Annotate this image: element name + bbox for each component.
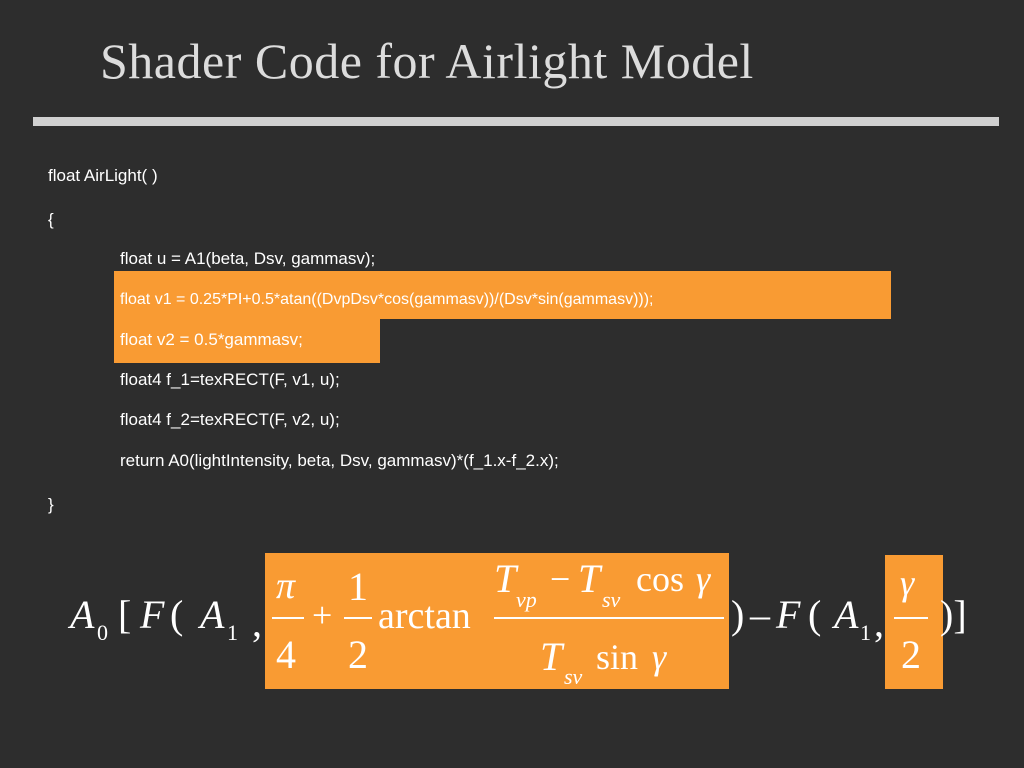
formula-comma-second: , (874, 600, 884, 645)
formula-highlight-gamma-half (885, 555, 943, 689)
code-line: } (48, 495, 54, 514)
formula-highlight-argument (265, 553, 729, 689)
formula-plus: + (312, 595, 333, 635)
formula-F: F (140, 592, 165, 637)
highlight-v1-line (114, 271, 891, 319)
formula-minus: – (750, 592, 770, 637)
formula-cos: cos (636, 559, 684, 599)
formula-sub-vp: vp (516, 587, 537, 612)
formula-numerator-minus: − (550, 559, 571, 599)
formula-lbracket: [ (118, 592, 132, 637)
fraction-bar-arctan (494, 617, 724, 619)
formula-T-sv-den: T (540, 634, 563, 679)
code-line: return A0(lightIntensity, beta, Dsv, gam… (120, 451, 559, 470)
formula-gamma-num: γ (696, 559, 711, 599)
fraction-bar-pi-4 (272, 617, 304, 619)
formula-sub-sv-num: sv (602, 587, 621, 612)
formula-gamma-half-den: 2 (901, 632, 921, 677)
formula-A1: A (200, 592, 225, 637)
formula-sub-1: 1 (227, 620, 238, 645)
slide-title: Shader Code for Airlight Model (100, 33, 754, 89)
code-line: { (48, 210, 54, 229)
formula-arctan: arctan (378, 595, 471, 637)
highlight-v2-line (114, 319, 380, 363)
code-line: float u = A1(beta, Dsv, gammasv); (120, 249, 376, 268)
formula-four: 4 (276, 632, 296, 677)
formula-lparen: ( (170, 592, 184, 637)
formula-sin: sin (596, 637, 639, 677)
formula-one: 1 (348, 564, 368, 609)
formula-sub-sv-den: sv (564, 664, 583, 689)
airlight-formula: A 0 [ F ( A 1 , π 4 + 1 2 arctan T vp − … (0, 545, 1024, 695)
code-line: float4 f_1=texRECT(F, v1, u); (120, 370, 340, 389)
formula-rbracket: )] (940, 592, 967, 637)
formula-sub-1-second: 1 (860, 620, 871, 645)
formula-T-sv-num: T (578, 556, 601, 601)
formula-A0: A (70, 592, 95, 637)
formula-gamma-den: γ (652, 637, 667, 677)
formula-sub-0: 0 (97, 620, 108, 645)
formula-comma: , (252, 600, 262, 645)
formula-F2: F (776, 592, 801, 637)
formula-rparen: ) (731, 592, 745, 637)
formula-A1-second: A (834, 592, 859, 637)
code-line: float v1 = 0.25*PI+0.5*atan((DvpDsv*cos(… (120, 291, 654, 308)
formula-pi: π (276, 565, 296, 607)
code-line: float v2 = 0.5*gammasv; (120, 330, 303, 349)
code-block: float AirLight( ) { float u = A1(beta, D… (48, 166, 891, 514)
formula-gamma-half-num: γ (900, 563, 915, 603)
formula-T-vp: T (494, 556, 517, 601)
code-line: float4 f_2=texRECT(F, v2, u); (120, 410, 340, 429)
formula-lparen2: ( (808, 592, 822, 637)
code-line: float AirLight( ) (48, 166, 158, 185)
fraction-bar-1-2 (344, 617, 372, 619)
title-divider (33, 117, 999, 126)
fraction-bar-gamma-2 (894, 617, 928, 619)
formula-two: 2 (348, 632, 368, 677)
